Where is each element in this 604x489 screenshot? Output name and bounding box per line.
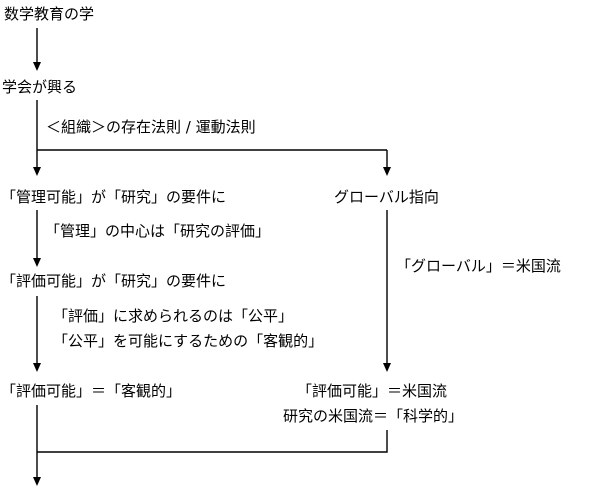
arrow-manage-to-eval bbox=[33, 210, 41, 267]
node-evaluable-equals-us: 「評価可能」＝米国流 bbox=[297, 382, 448, 400]
edge-label-organization-law: ＜組織＞の存在法則 / 運動法則 bbox=[46, 118, 256, 136]
node-evaluable-requirement: 「評価可能」が「研究」の要件に bbox=[1, 272, 227, 290]
arrow-global-to-eval-us bbox=[383, 210, 391, 372]
node-manageable-requirement: 「管理可能」が「研究」の要件に bbox=[1, 188, 227, 206]
node-math-education: 数学教育の学 bbox=[4, 5, 95, 23]
node-global-orientation: グローバル指向 bbox=[334, 188, 439, 206]
edge-label-evaluation-fairness: 「評価」に求められるのは「公平」 bbox=[53, 307, 294, 325]
arrow-eval-to-objective bbox=[33, 296, 41, 372]
arrow-top-to-society bbox=[33, 28, 41, 71]
branch-arrows bbox=[33, 100, 391, 176]
node-evaluable-equals-objective: 「評価可能」＝「客観的」 bbox=[1, 382, 182, 400]
node-research-us-scientific: 研究の米国流＝「科学的」 bbox=[283, 407, 464, 425]
node-society-arises: 学会が興る bbox=[2, 78, 78, 96]
edge-label-management-center: 「管理」の中心は「研究の評価」 bbox=[45, 222, 271, 240]
edge-label-global-equals-us: 「グローバル」＝米国流 bbox=[396, 257, 561, 275]
edge-label-fairness-objective: 「公平」を可能にするための「客観的」 bbox=[53, 332, 324, 350]
bottom-merge-arrow bbox=[33, 405, 388, 486]
